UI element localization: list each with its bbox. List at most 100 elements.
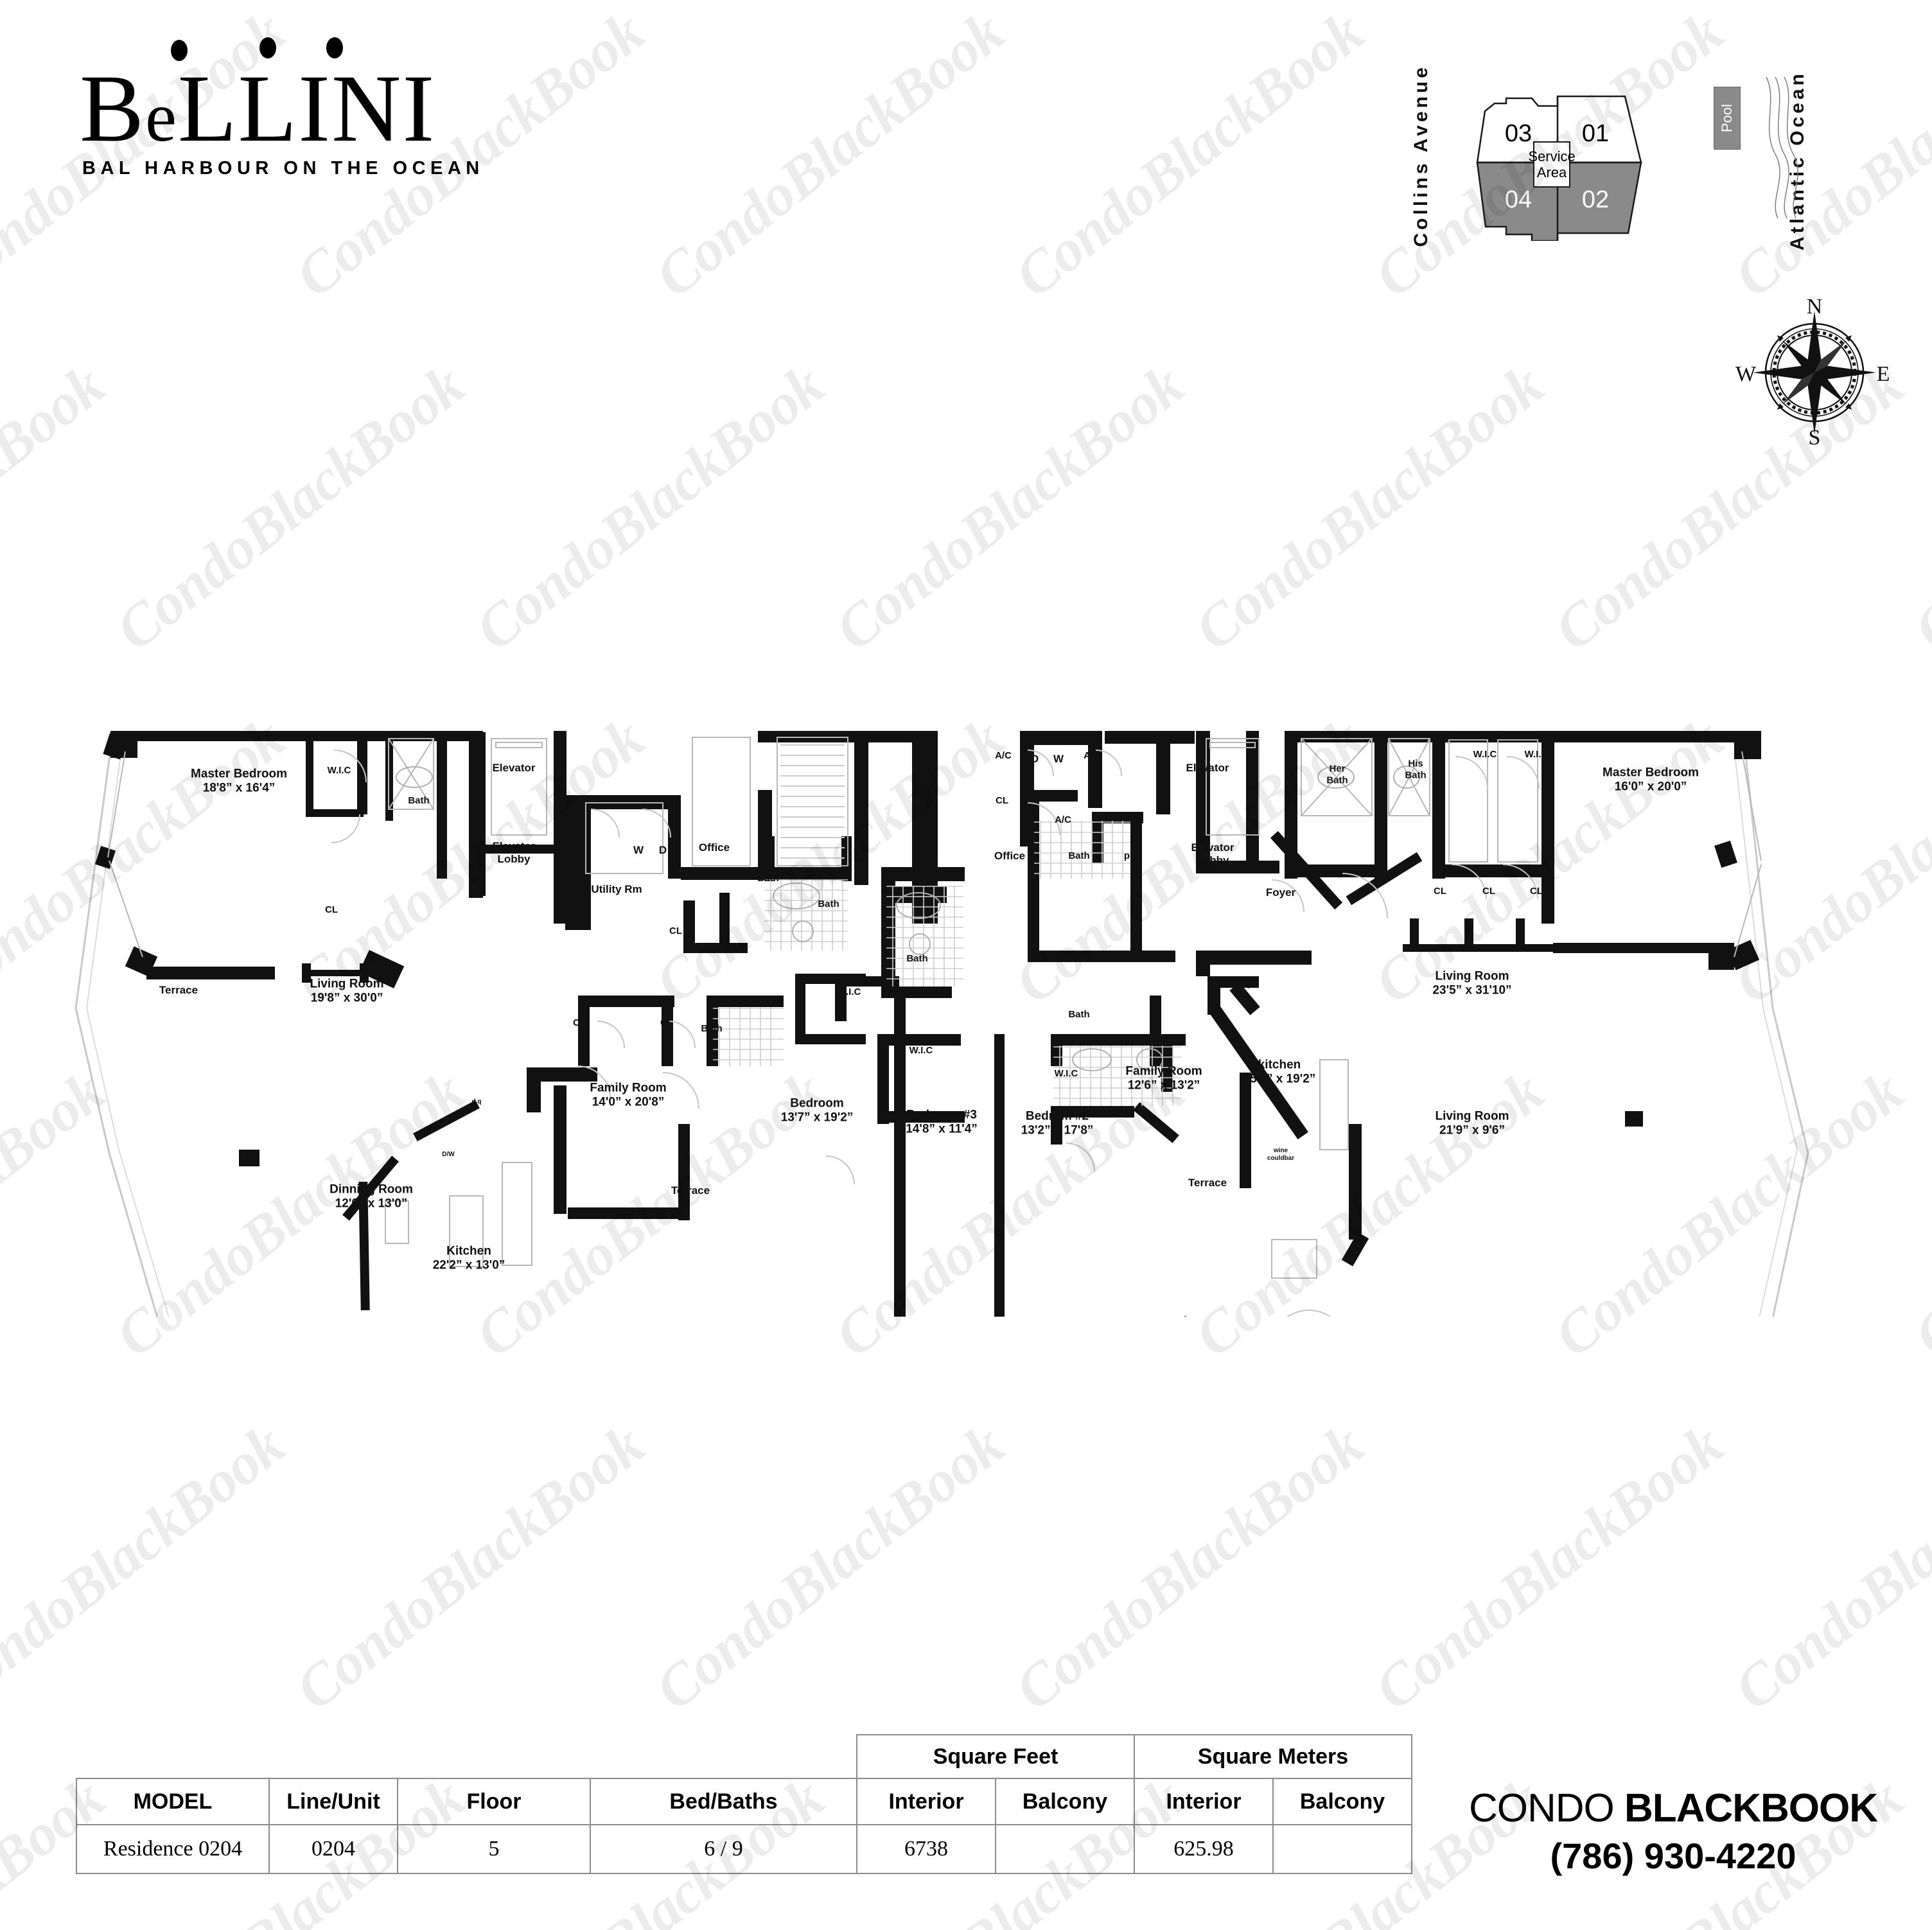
- room-label-cl_mid_1: CL: [573, 1017, 586, 1029]
- room-name: CL: [1434, 886, 1446, 897]
- watermark-text: CondoBlackBook: [0, 1411, 296, 1723]
- room-label-foyer: Foyer: [1266, 886, 1295, 899]
- room-name: W.I.C: [837, 987, 861, 998]
- room-name: CL: [996, 795, 1008, 807]
- room-name: Living Room: [310, 977, 384, 991]
- cell-line-unit: 0204: [268, 1824, 398, 1874]
- room-name: CL: [325, 904, 338, 916]
- specification-table: Square Feet Square Meters MODEL Line/Uni…: [76, 1734, 1412, 1874]
- room-dimensions: 21'9” x 9'6”: [1439, 1124, 1505, 1137]
- room-name: Master Bedroom: [1603, 766, 1699, 780]
- plumbing-fixtures: [396, 766, 1420, 1071]
- room-label-cl_left_2: CL: [669, 926, 682, 937]
- key-plan-unit-04[interactable]: 04: [1498, 186, 1538, 213]
- room-dimensions: 12'0” x 13'0”: [335, 1197, 408, 1211]
- balcony-posts: [239, 1111, 1643, 1166]
- room-name: Elevator: [1186, 761, 1229, 774]
- room-name: pdr: [1123, 850, 1140, 862]
- room-name: CL: [660, 1017, 673, 1029]
- logo-wordmark: BeLLINI: [80, 55, 436, 162]
- key-plan-building: 03 01 04 02 Service Area: [1455, 80, 1692, 241]
- logo-dot-2: [259, 37, 276, 58]
- room-label-terrace_mid: Terrace: [671, 1184, 710, 1197]
- room-label-dq_left: d.q: [472, 1098, 482, 1106]
- room-name: CL: [1530, 886, 1543, 897]
- room-dimensions: 23'5” x 31'10”: [1432, 984, 1512, 997]
- room-label-dw_left: D/W: [442, 1151, 454, 1159]
- room-label-cl_right_3: CL: [1482, 886, 1495, 897]
- pool-label: Pool: [1719, 103, 1735, 133]
- room-name: Master Bedroom: [191, 767, 287, 781]
- room-name: Terrace: [671, 1184, 710, 1197]
- group-header-square-feet: Square Feet: [856, 1734, 1135, 1779]
- room-name: Bath: [701, 1023, 723, 1035]
- room-dimensions: 13'7” x 19'2”: [780, 1111, 854, 1125]
- spec-table-group-row: Square Feet Square Meters: [76, 1734, 1412, 1779]
- room-label-ac_3: A/C: [1055, 814, 1071, 826]
- ocean-waves-icon: [1766, 76, 1798, 219]
- col-header-sqft-interior: Interior: [856, 1778, 996, 1825]
- room-dimensions: 18'8” x 16'4”: [202, 782, 276, 795]
- room-name: CL: [1482, 886, 1495, 897]
- bellini-logo: BeLLINI BAL HARBOUR ON THE OCEAN: [76, 37, 525, 179]
- room-label-cl_right_4: CL: [1530, 886, 1543, 897]
- cell-model: Residence 0204: [76, 1824, 270, 1874]
- compass-east-label: E: [1877, 362, 1890, 386]
- col-header-floor: Floor: [397, 1778, 591, 1825]
- room-name: W.I.C: [1054, 1068, 1078, 1080]
- service-area-line1: Service: [1528, 148, 1576, 164]
- key-plan-unit-02[interactable]: 02: [1576, 186, 1615, 213]
- col-header-model: MODEL: [76, 1778, 270, 1825]
- room-name: Bedroom #3: [906, 1108, 977, 1122]
- floor-plan-drawing: [75, 731, 1809, 1317]
- room-label-elevator_right: Elevator: [1186, 762, 1229, 775]
- room-label-wic_right_3: W.I.C: [1055, 1068, 1078, 1080]
- room-label-terrace_left: Terrace: [159, 984, 198, 997]
- watermark-text: CondoBlackBook: [1003, 0, 1375, 310]
- room-label-bath_right_2: Bath: [1068, 1009, 1089, 1021]
- watermark-text: CondoBlackBook: [1362, 1411, 1735, 1723]
- cell-floor: 5: [397, 1824, 591, 1874]
- key-plan-pool: Pool: [1714, 87, 1741, 150]
- room-name: Kitchen: [446, 1244, 491, 1258]
- room-label-wic_right_1: W.I.C: [1473, 749, 1497, 760]
- room-name: W.I.C: [1473, 749, 1497, 760]
- room-label-cl_left_1: CL: [325, 904, 338, 916]
- key-plan-unit-01[interactable]: 01: [1576, 120, 1615, 147]
- room-name: Bath: [1068, 850, 1090, 862]
- cell-bed-baths: 6 / 9: [590, 1824, 857, 1874]
- key-plan-unit-01-label: 01: [1581, 119, 1610, 147]
- room-name: Office: [994, 849, 1026, 862]
- room-name: CL: [573, 1017, 586, 1029]
- spec-table-data-row: Residence 0204 0204 5 6 / 9 6738 625.98: [76, 1824, 1412, 1874]
- room-label-ac_1: A/C: [995, 750, 1012, 762]
- room-label-d_mid: D: [1031, 753, 1039, 766]
- room-label-w_left: W: [633, 844, 644, 857]
- room-name: Office: [698, 841, 730, 854]
- room-name: CL: [669, 926, 682, 937]
- structural-walls: [94, 731, 1761, 1317]
- room-name: Living Room: [1435, 969, 1509, 983]
- room-label-wic_left_1: W.I.C: [328, 765, 351, 776]
- room-name: Terrace: [159, 983, 198, 996]
- watermark-text: CondoBlackBook: [643, 1411, 1015, 1723]
- key-plan-unit-03[interactable]: 03: [1498, 120, 1538, 147]
- watermark-text: CondoBlackBook: [643, 0, 1015, 310]
- room-label-wic_mid_2: W.I.C: [909, 1045, 933, 1057]
- room-label-wic_mid_1: W.I.C: [838, 987, 861, 998]
- compass-rose: N E S W: [1734, 295, 1895, 450]
- room-label-utility_rm: Utility Rm: [591, 883, 642, 896]
- watermark-text: CondoBlackBook: [1003, 1411, 1375, 1723]
- room-label-dq_right: d.q: [1240, 982, 1250, 990]
